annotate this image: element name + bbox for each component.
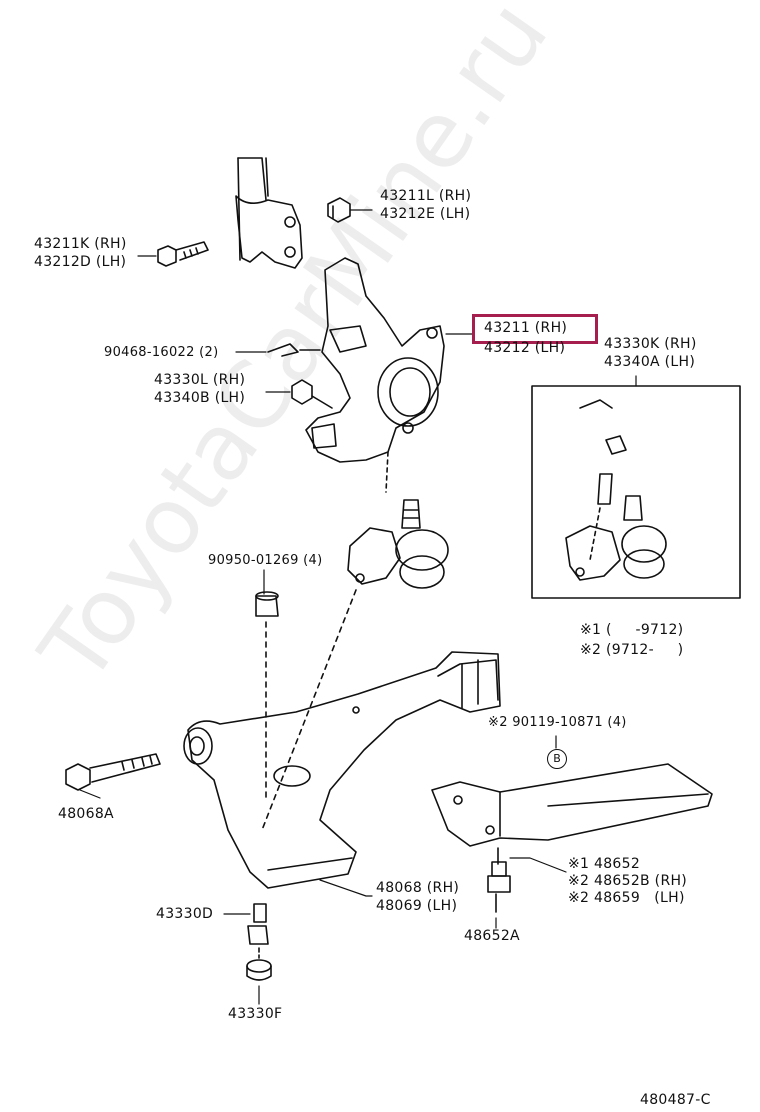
leader-lines — [79, 209, 637, 1005]
pin-90468-drawing — [267, 343, 321, 357]
highlight-box-43211 — [472, 314, 598, 344]
strut-drawing — [235, 157, 303, 269]
lower-control-arm-drawing — [183, 651, 501, 889]
label-90468: 90468-16022 (2) — [104, 345, 219, 360]
label-43211l: 43211L (RH) — [380, 188, 472, 204]
nut-43211l-drawing — [327, 197, 351, 223]
bolt-43211k-drawing — [157, 241, 209, 267]
label-43330k: 43330K (RH) — [604, 336, 697, 352]
bracket-48652-drawing — [431, 763, 713, 865]
bushing-90950-drawing — [255, 591, 279, 801]
marker-b: B — [547, 749, 567, 769]
ball-joint-inset — [531, 385, 741, 599]
label-43212e: 43212E (LH) — [380, 206, 471, 222]
label-43330f: 43330F — [228, 1006, 283, 1022]
label-48068: 48068 (RH) — [376, 880, 460, 896]
label-43340a: 43340A (LH) — [604, 354, 696, 370]
note-2: ※2 (9712- ) — [580, 642, 684, 658]
bolt-48068a-drawing — [65, 753, 161, 791]
label-43330l: 43330L (RH) — [154, 372, 246, 388]
label-48652a: 48652A — [464, 928, 520, 944]
ball-joint-drawing — [261, 499, 449, 831]
washer-43330f-drawing — [246, 959, 272, 981]
label-48069: 48069 (LH) — [376, 898, 458, 914]
label-48068a: 48068A — [58, 806, 114, 822]
label-43212d: 43212D (LH) — [34, 254, 127, 270]
label-90119: ※2 90119-10871 (4) — [488, 715, 627, 730]
label-48659: ※2 48659 (LH) — [568, 890, 685, 906]
label-43330d: 43330D — [156, 906, 214, 922]
label-43212: 43212 (LH) — [484, 340, 566, 356]
drawing-id: 480487-C — [640, 1092, 711, 1108]
label-48652b: ※2 48652B (RH) — [568, 873, 688, 889]
label-90950: 90950-01269 (4) — [208, 553, 323, 568]
note-1: ※1 ( -9712) — [580, 622, 684, 638]
label-43340b: 43340B (LH) — [154, 390, 246, 406]
nut-43330d-drawing — [247, 903, 269, 959]
steering-knuckle-drawing — [305, 257, 445, 493]
label-43211: 43211 (RH) — [484, 320, 568, 336]
label-48652: ※1 48652 — [568, 856, 641, 872]
label-43211k: 43211K (RH) — [34, 236, 127, 252]
bolt-48652a-drawing — [487, 861, 511, 913]
nut-43330l-drawing — [291, 379, 333, 409]
